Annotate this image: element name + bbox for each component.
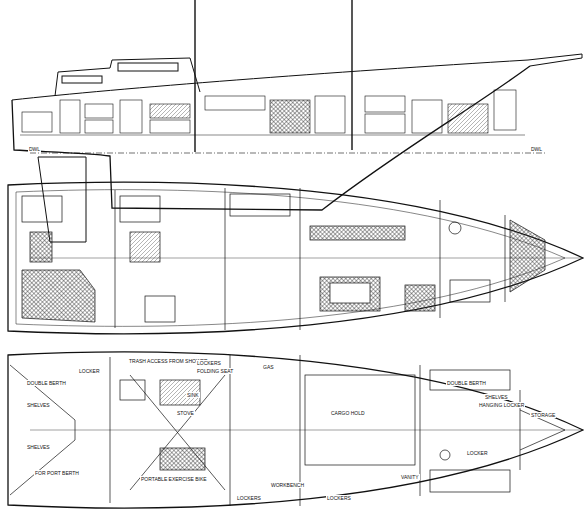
- part-label: GAS: [262, 364, 275, 370]
- hull-plan: [8, 352, 583, 508]
- part-label: DWL: [28, 146, 41, 152]
- fore-mast: [351, 0, 352, 150]
- part-label: WORKBENCH: [270, 482, 305, 488]
- part-label: VANITY: [400, 474, 420, 480]
- part-label: PORTABLE EXERCISE BIKE: [140, 476, 208, 482]
- centerline: [30, 430, 583, 431]
- window: [118, 63, 178, 71]
- part-label: DOUBLE BERTH: [446, 380, 487, 386]
- part-label: SHELVES: [26, 402, 51, 408]
- window: [62, 76, 102, 83]
- part-label: FOR PORT BERTH: [34, 470, 80, 476]
- part-label: LOCKERS: [236, 495, 262, 501]
- waterline: [30, 153, 545, 154]
- part-label: DOUBLE BERTH: [26, 380, 67, 386]
- part-label: STORAGE: [530, 412, 556, 418]
- part-label: DWL: [530, 146, 543, 152]
- part-label: LOCKERS: [196, 360, 222, 366]
- part-label: FOLDING SEAT: [196, 368, 234, 374]
- part-label: LOCKERS: [326, 495, 352, 501]
- part-label: SINK: [186, 392, 200, 398]
- part-label: STOVE: [176, 410, 195, 416]
- part-label: HANGING LOCKER: [478, 402, 525, 408]
- part-label: CARGO HOLD: [330, 410, 366, 416]
- part-label: SHELVES: [484, 394, 509, 400]
- profile-interior: [22, 90, 516, 133]
- hull-profile: [12, 66, 530, 210]
- sheer-line: [12, 54, 582, 100]
- deckhouse: [55, 58, 200, 96]
- part-label: LOCKER: [466, 450, 489, 456]
- centerline: [30, 258, 583, 259]
- part-label: SHELVES: [26, 444, 51, 450]
- hull-plan: [8, 182, 583, 334]
- plan-interior: [22, 188, 545, 330]
- plan-interior: [10, 355, 565, 506]
- part-label: LOCKER: [78, 368, 101, 374]
- cabin-sole: [20, 135, 525, 136]
